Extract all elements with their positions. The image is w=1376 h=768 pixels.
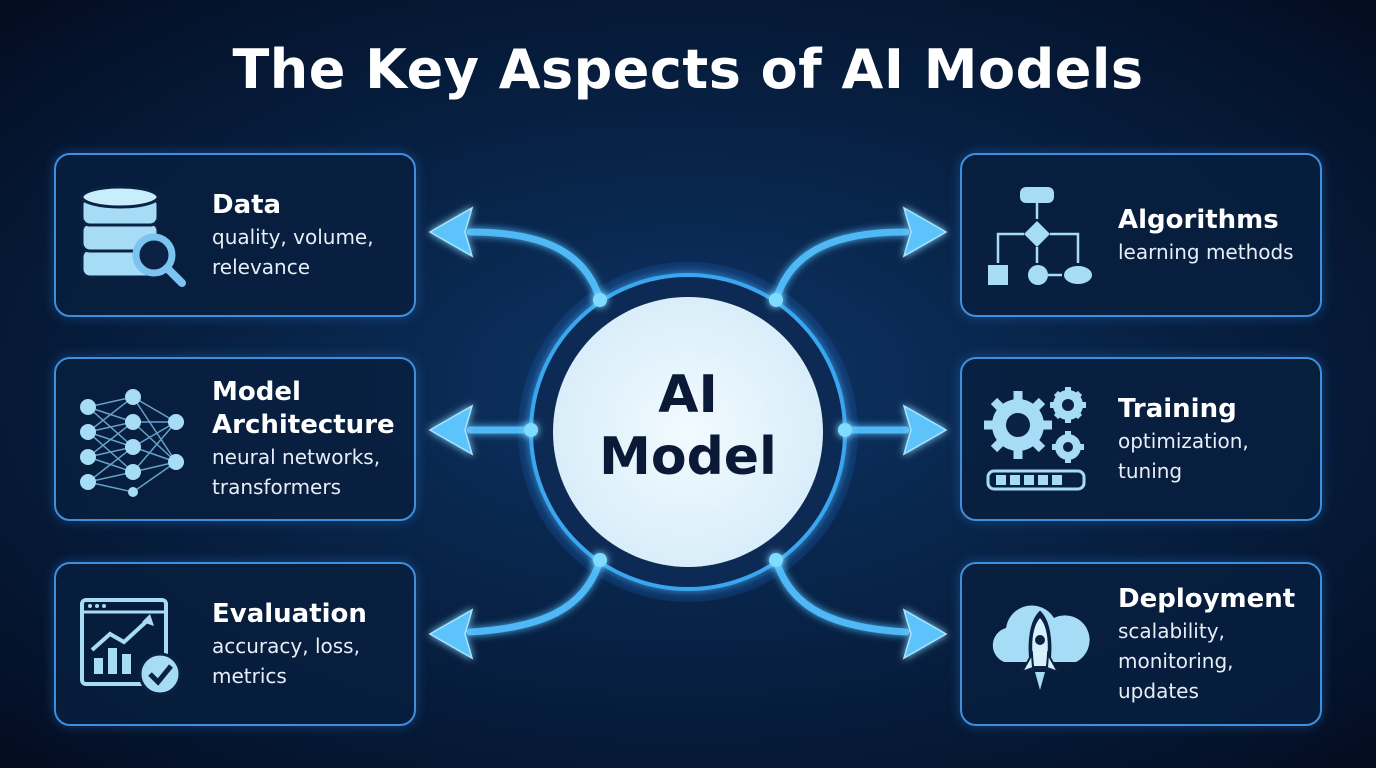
aspect-desc: tuning xyxy=(1118,458,1183,483)
neural-network-icon xyxy=(80,389,184,497)
arrowhead-training xyxy=(902,404,948,456)
center-label-line1: AI xyxy=(658,365,718,425)
arrowhead-architecture xyxy=(428,404,474,456)
node-dot xyxy=(769,293,783,307)
diagram-title: The Key Aspects of AI Models xyxy=(232,38,1144,101)
arrow-data xyxy=(466,228,604,304)
aspect-desc: transformers xyxy=(212,475,341,499)
aspect-card-data: Data quality, volume, relevance xyxy=(54,153,416,317)
center-circle xyxy=(553,297,823,567)
aspect-card-evaluation: Evaluation accuracy, loss, metrics xyxy=(54,562,416,726)
aspect-card-deployment: Deployment scalability, monitoring, upda… xyxy=(960,562,1322,726)
aspect-desc: scalability, xyxy=(1118,618,1225,643)
node-dot xyxy=(593,293,607,307)
node-dot xyxy=(838,423,852,437)
arrowhead-algorithms xyxy=(902,206,948,258)
cloud-rocket-icon xyxy=(992,605,1090,690)
aspect-desc: optimization, xyxy=(1118,428,1249,453)
arrow-evaluation xyxy=(466,556,604,636)
arrowhead-data xyxy=(428,206,474,258)
arrow-algorithms xyxy=(772,228,910,304)
arrowhead-evaluation xyxy=(428,608,474,660)
aspect-title: Evaluation xyxy=(212,598,367,629)
aspect-desc: updates xyxy=(1118,678,1199,703)
node-dot xyxy=(769,553,783,567)
arrow-deployment xyxy=(772,556,910,636)
aspect-card-model-architecture: Model Architecture neural networks, tran… xyxy=(54,357,416,521)
evaluation-chart-icon xyxy=(80,598,182,696)
aspect-card-training: Training optimization, tuning xyxy=(960,357,1322,521)
aspect-desc: metrics xyxy=(212,663,287,688)
aspect-desc: monitoring, xyxy=(1118,648,1234,673)
flowchart-icon xyxy=(988,187,1092,285)
center-label-line2: Model xyxy=(599,427,777,487)
aspect-desc: relevance xyxy=(212,254,311,279)
aspect-desc: accuracy, loss, xyxy=(212,633,360,658)
database-search-icon xyxy=(80,185,186,287)
aspect-desc: learning methods xyxy=(1118,239,1294,264)
node-dot xyxy=(593,553,607,567)
aspect-title: Algorithms xyxy=(1118,204,1279,235)
center-label: AI Model xyxy=(553,364,823,488)
node-dot xyxy=(524,423,538,437)
arrowhead-deployment xyxy=(902,608,948,660)
aspect-card-algorithms: Algorithms learning methods xyxy=(960,153,1322,317)
aspect-desc: neural networks, xyxy=(212,445,381,469)
aspect-desc: quality, volume, xyxy=(212,224,374,249)
aspect-title: Deployment xyxy=(1118,583,1296,614)
aspect-title: Model Architecture xyxy=(212,377,395,440)
aspect-title: Training xyxy=(1118,393,1237,424)
aspect-title: Data xyxy=(212,189,282,220)
gears-progress-icon xyxy=(984,387,1086,491)
